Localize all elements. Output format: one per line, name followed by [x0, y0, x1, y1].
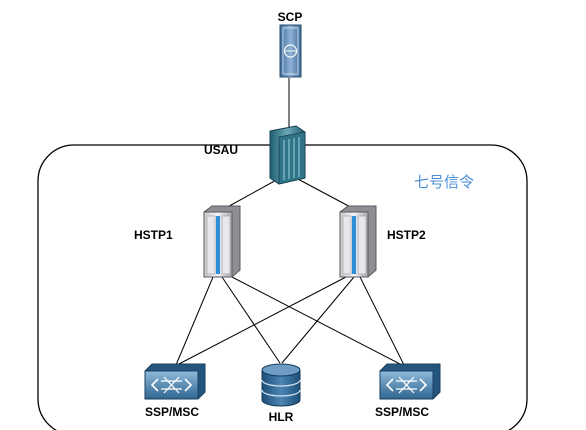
ssp-left-label: SSP/MSC [145, 405, 199, 419]
hstp2-label: HSTP2 [387, 228, 426, 242]
signaling-region-label: 七号信令 [414, 173, 474, 191]
scp-server-icon [279, 24, 302, 78]
ssp-right-label: SSP/MSC [375, 405, 429, 419]
usau-node: USAU [204, 125, 306, 185]
hstp1-node: HSTP1 [134, 205, 241, 278]
hlr-database-icon [261, 363, 301, 407]
hlr-node: HLR [261, 363, 301, 424]
link-usau-hstp1 [221, 177, 281, 211]
hstp2-node: HSTP2 [339, 205, 426, 278]
usau-rack-icon [269, 125, 306, 185]
link-hstp2-ssp-left [176, 276, 347, 366]
hstp1-rack-icon [203, 205, 241, 278]
link-hstp2-ssp-right [359, 276, 405, 366]
usau-label: USAU [204, 143, 238, 157]
scp-label: SCP [278, 10, 303, 24]
scp-node: SCP [278, 10, 303, 78]
ssp-left-node: SSP/MSC [144, 363, 206, 419]
link-usau-hstp2 [295, 177, 357, 211]
ssp-right-node: SSP/MSC [375, 363, 441, 419]
links [175, 78, 405, 366]
link-hstp1-hlr [221, 276, 281, 364]
hlr-label: HLR [269, 410, 294, 424]
ssp-right-switch-icon [379, 363, 441, 400]
hstp2-rack-icon [339, 205, 377, 278]
link-hstp1-ssp-left [175, 276, 214, 366]
ssp-left-switch-icon [144, 363, 206, 400]
hstp1-label: HSTP1 [134, 228, 173, 242]
link-hstp2-hlr [281, 276, 355, 364]
